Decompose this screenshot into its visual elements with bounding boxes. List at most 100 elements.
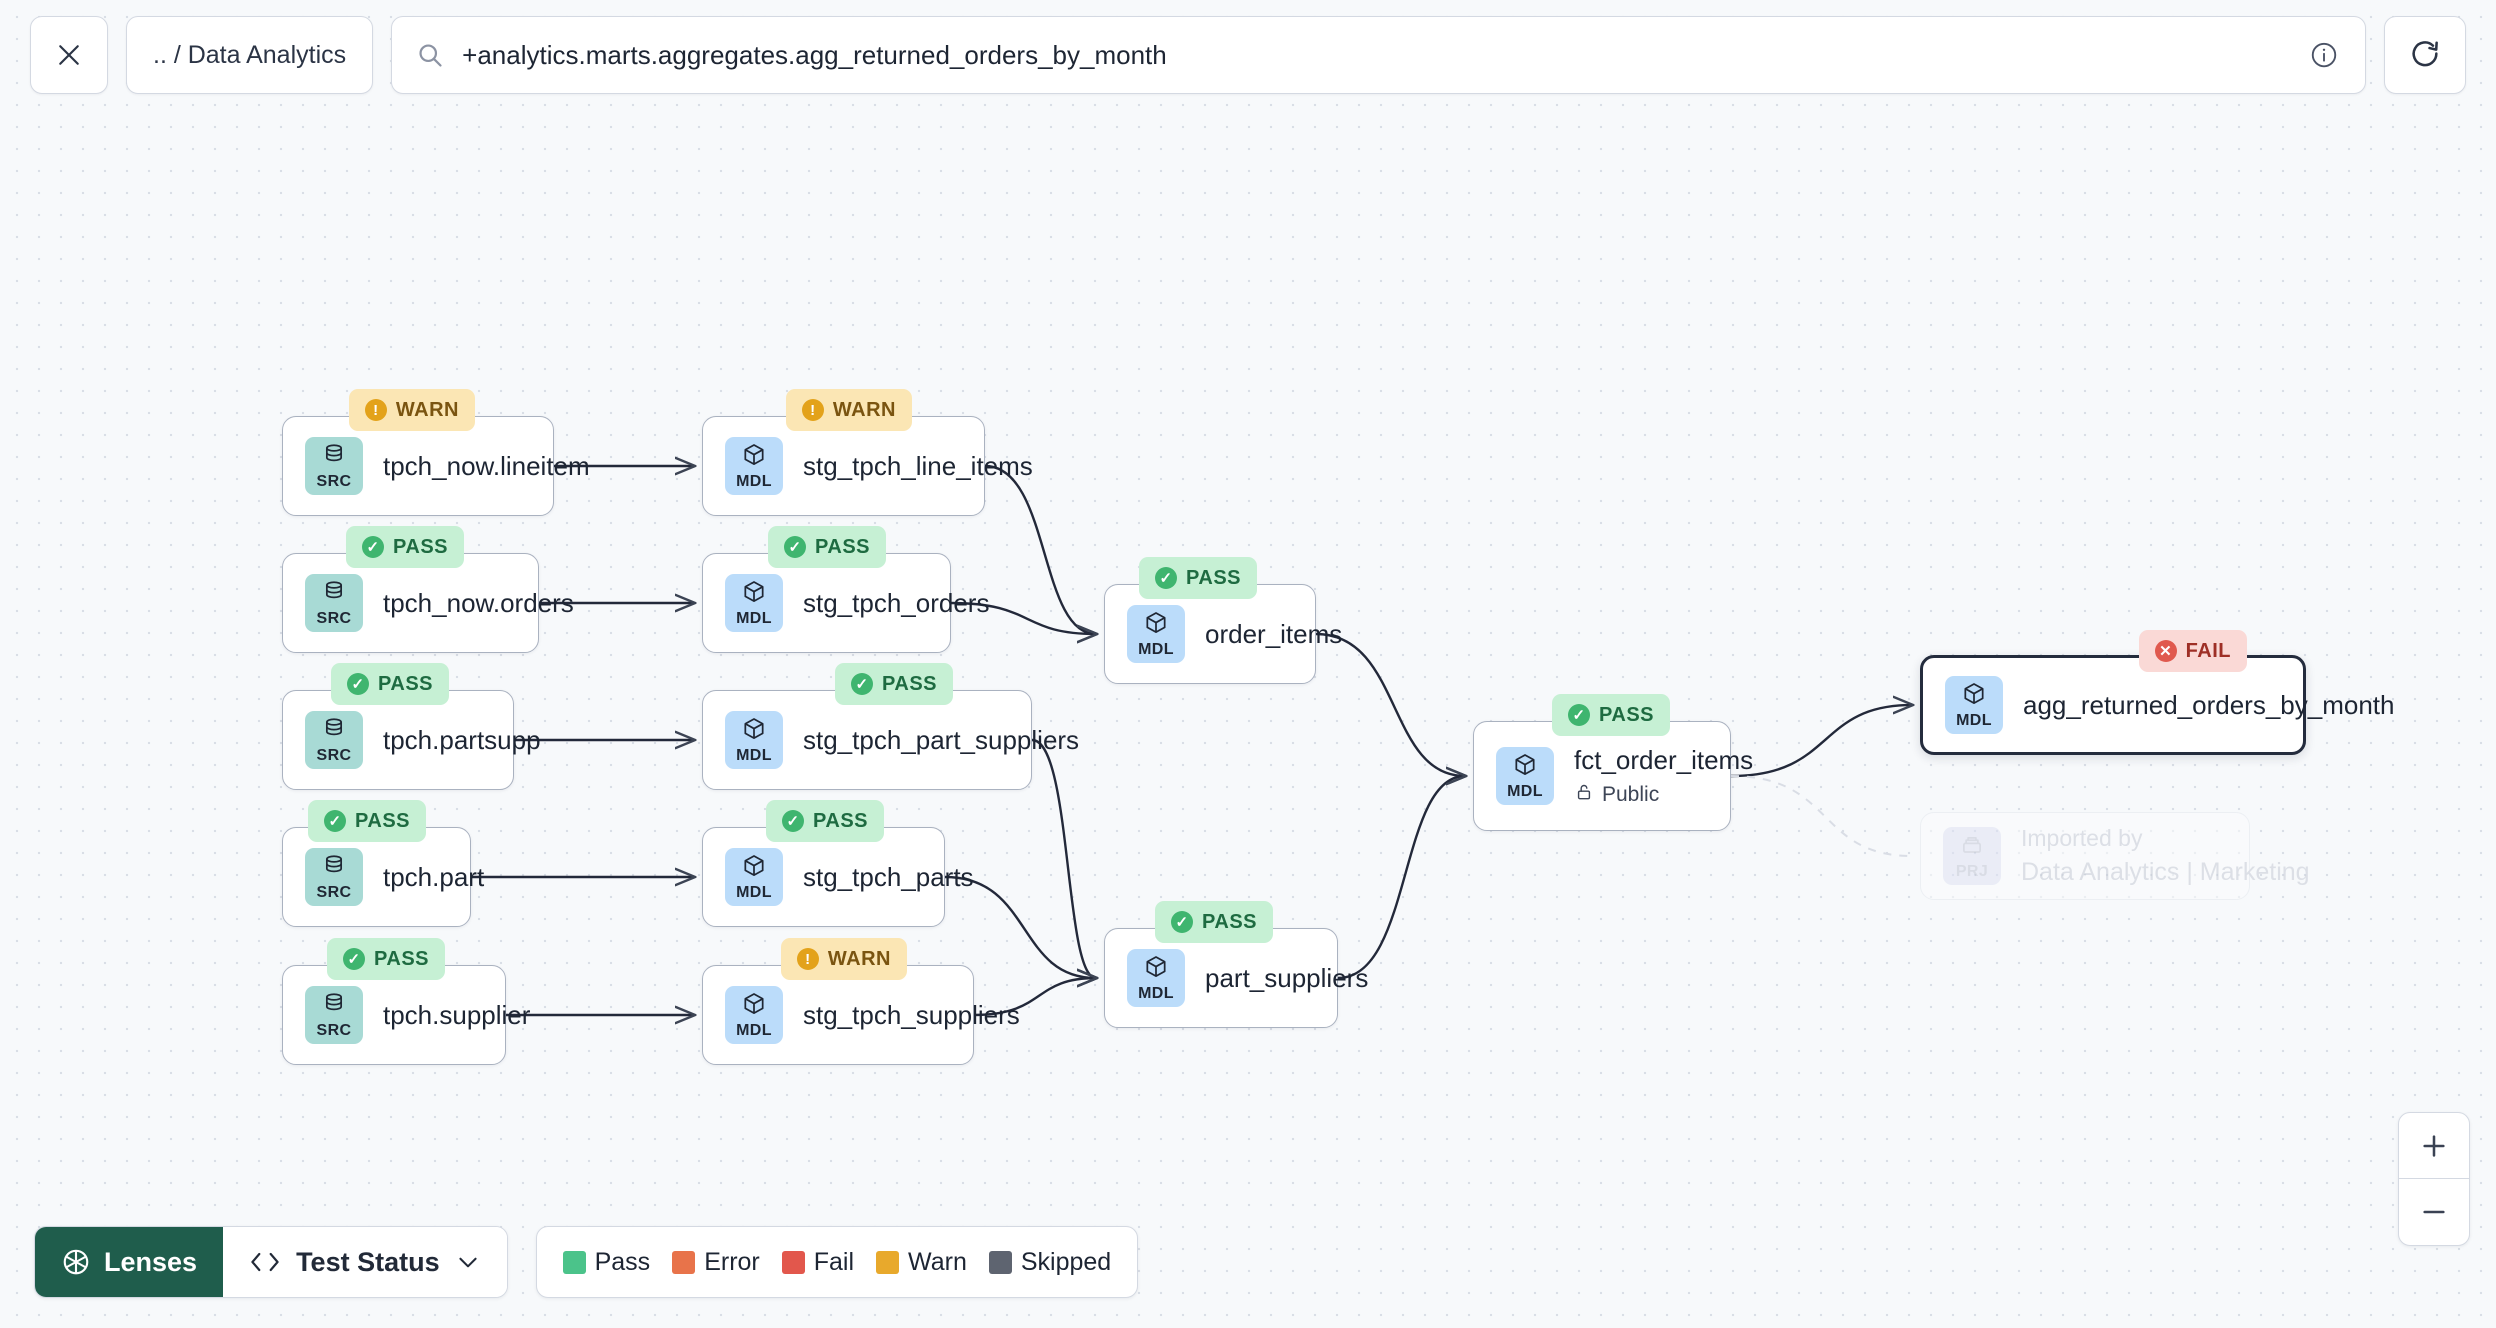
status-badge-warn[interactable]: ! WARN (785, 389, 912, 431)
status-badge-pass[interactable]: ✓ PASS (1139, 557, 1257, 599)
node-text: agg_returned_orders_by_month (2023, 690, 2394, 721)
test-status-label: Test Status (296, 1246, 440, 1277)
status-badge-pass[interactable]: ✓ PASS (768, 526, 886, 568)
status-dot-icon: ✓ (347, 673, 370, 695)
status-dot-icon: ! (364, 399, 387, 421)
aperture-icon (61, 1247, 91, 1277)
cube-icon (741, 716, 767, 747)
database-icon (321, 991, 347, 1022)
status-badge-pass[interactable]: ✓ PASS (331, 663, 449, 705)
legend-item-skipped[interactable]: Skipped (988, 1248, 1111, 1277)
graph-node-tpch_partsupp[interactable]: ✓ PASS SRC tpch.partsupp (282, 663, 541, 790)
node-title: stg_tpch_parts (803, 861, 974, 892)
status-badge-label: PASS (882, 672, 937, 695)
node-text: tpch.supplier (383, 1000, 530, 1031)
status-badge-pass[interactable]: ✓ PASS (1552, 694, 1670, 736)
status-badge-label: PASS (378, 672, 433, 695)
node-text: tpch_now.lineitem (383, 451, 590, 482)
database-icon (321, 579, 347, 610)
node-kind-badge: MDL (1496, 747, 1554, 805)
zoom-out-button[interactable] (2399, 1179, 2469, 1245)
node-text: stg_tpch_orders (803, 588, 989, 619)
legend-label: Warn (908, 1247, 967, 1276)
legend-item-fail[interactable]: Fail (781, 1248, 854, 1277)
status-badge-warn[interactable]: ! WARN (348, 389, 475, 431)
status-badge-pass[interactable]: ✓ PASS (346, 526, 464, 568)
legend-item-warn[interactable]: Warn (876, 1248, 967, 1277)
status-badge-pass[interactable]: ✓ PASS (835, 663, 953, 705)
graph-node-fct_order_items[interactable]: ✓ PASS MDL fct_order_items Public (1473, 694, 1753, 831)
status-dot-icon: ✓ (782, 810, 805, 832)
graph-node-stg_tpch_parts[interactable]: ✓ PASS MDL stg_tpch_parts (702, 800, 974, 927)
node-title: order_items (1205, 618, 1343, 649)
node-kind-badge: PRJ (1943, 827, 2001, 885)
legend-label: Pass (594, 1247, 651, 1276)
node-title: stg_tpch_suppliers (803, 999, 1020, 1030)
node-text: tpch.partsupp (383, 724, 541, 756)
test-status-dropdown[interactable]: Test Status (223, 1227, 507, 1297)
node-kind-label: PRJ (1955, 863, 1989, 880)
graph-edge (1730, 705, 1912, 778)
graph-node-tpch_part[interactable]: ✓ PASS SRC tpch.part (282, 800, 484, 927)
status-badge-warn[interactable]: ! WARN (780, 938, 907, 980)
cube-icon (741, 991, 767, 1022)
info-circle-icon[interactable] (2309, 40, 2339, 70)
graph-node-stg_tpch_part_suppliers[interactable]: ✓ PASS MDL stg_tpch_part_suppliers (702, 663, 1079, 790)
graph-node-stg_tpch_suppliers[interactable]: ! WARN MDL stg_tpch_suppliers (702, 938, 1020, 1065)
legend-item-pass[interactable]: Pass (562, 1247, 651, 1277)
graph-node-order_items[interactable]: ✓ PASS MDL order_items (1104, 557, 1343, 684)
close-icon (54, 40, 84, 70)
chevron-down-icon (455, 1249, 481, 1275)
graph-edge (984, 464, 1096, 634)
node-kind-badge: MDL (1945, 676, 2003, 734)
node-kind-badge: SRC (305, 986, 363, 1044)
graph-node-tpch_now_lineitem[interactable]: ! WARN SRC tpch_now.lineitem (282, 389, 590, 516)
graph-node-agg_returned_orders_by_month[interactable]: ✕ FAIL MDL agg_returned_orders_by_month (1920, 630, 2394, 755)
graph-node-tpch_now_orders[interactable]: ✓ PASS SRC tpch_now.orders (282, 526, 574, 653)
graph-node-stg_tpch_line_items[interactable]: ! WARN MDL stg_tpch_line_items (702, 389, 1033, 516)
breadcrumb-label: .. / Data Analytics (153, 40, 347, 69)
status-badge-pass[interactable]: ✓ PASS (766, 800, 884, 842)
lenses-button[interactable]: Lenses (35, 1227, 224, 1297)
legend-item-error[interactable]: Error (672, 1248, 760, 1277)
graph-canvas[interactable]: ! WARN SRC tpch_now.lineitem ✓ PASS (0, 110, 2496, 1328)
graph-node-tpch_supplier[interactable]: ✓ PASS SRC tpch.supplier (282, 938, 530, 1065)
node-title: part_suppliers (1205, 962, 1369, 993)
node-kind-label: MDL (1956, 712, 1992, 729)
graph-node-stg_tpch_orders[interactable]: ✓ PASS MDL stg_tpch_orders (702, 526, 989, 653)
node-kind-label: MDL (736, 884, 772, 901)
node-kind-label: MDL (1138, 641, 1174, 658)
status-badge-fail[interactable]: ✕ FAIL (2138, 630, 2247, 672)
status-badge-label: PASS (374, 947, 429, 970)
search-input-value[interactable]: +analytics.marts.aggregates.agg_returned… (462, 39, 1167, 70)
status-badge-label: PASS (1599, 703, 1654, 726)
status-legend: Pass Error Fail Warn Skipped (535, 1226, 1139, 1298)
graph-edge (1337, 776, 1465, 980)
graph-node-part_suppliers[interactable]: ✓ PASS MDL part_suppliers (1104, 901, 1369, 1028)
node-title: tpch_now.orders (383, 587, 574, 618)
status-dot-icon: ✓ (324, 810, 347, 832)
status-dot-icon: ✓ (1171, 911, 1194, 933)
breadcrumb[interactable]: .. / Data Analytics (126, 16, 374, 94)
status-badge-pass[interactable]: ✓ PASS (308, 800, 426, 842)
node-kind-badge: MDL (725, 986, 783, 1044)
refresh-icon (2408, 38, 2442, 72)
node-title: tpch.partsupp (383, 724, 541, 755)
node-title: Imported by (2021, 825, 2143, 851)
close-button[interactable] (30, 16, 108, 94)
refresh-button[interactable] (2384, 16, 2466, 94)
status-dot-icon: ✓ (1568, 704, 1591, 726)
cube-icon (1143, 610, 1169, 641)
plus-icon (2423, 1134, 2445, 1157)
status-badge-pass[interactable]: ✓ PASS (327, 938, 445, 980)
status-badge-pass[interactable]: ✓ PASS (1155, 901, 1273, 943)
node-text: stg_tpch_line_items (803, 451, 1033, 482)
status-badge-label: PASS (1202, 910, 1257, 933)
search-input[interactable]: +analytics.marts.aggregates.agg_returned… (391, 16, 2366, 94)
zoom-in-button[interactable] (2399, 1113, 2469, 1179)
status-badge-label: PASS (355, 809, 410, 832)
node-kind-label: SRC (316, 1022, 352, 1039)
